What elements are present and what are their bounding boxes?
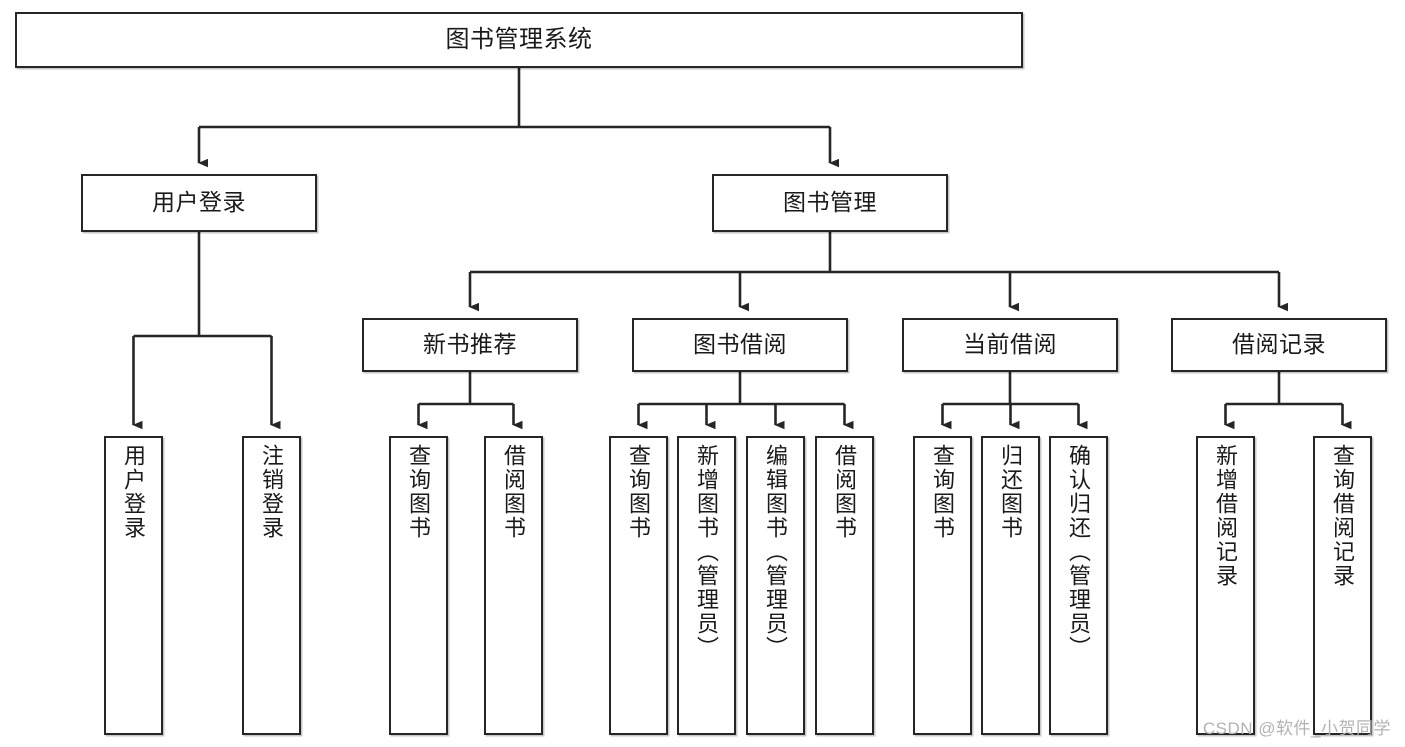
node-label: 新书推荐 [423, 331, 517, 358]
node-records[interactable]: 借阅记录 [1171, 318, 1387, 372]
node-label: 用户登录 [152, 189, 246, 216]
node-label: 用户登录 [121, 444, 147, 540]
node-l_bk_borrow[interactable]: 借阅图书 [815, 436, 874, 735]
node-label: 查询图书 [930, 444, 956, 540]
node-label: 图书管理系统 [445, 25, 593, 53]
node-l_login[interactable]: 用户登录 [104, 436, 163, 735]
node-label: 借阅图书 [501, 444, 527, 540]
node-newbook[interactable]: 新书推荐 [362, 318, 578, 372]
node-l_logout[interactable]: 注销登录 [242, 436, 301, 735]
node-l_cu_confirm[interactable]: 确认归还（管理员） [1049, 436, 1108, 735]
node-label: 新增借阅记录 [1213, 444, 1239, 588]
node-label: 借阅图书 [832, 444, 858, 540]
node-label: 图书管理 [783, 189, 877, 216]
node-label: 注销登录 [259, 444, 285, 540]
node-label: 编辑图书（管理员） [763, 444, 789, 660]
node-label: 图书借阅 [693, 331, 787, 358]
node-l_nb_borrow[interactable]: 借阅图书 [484, 436, 543, 735]
csdn-watermark: CSDN @软件_小贺同学 [1202, 719, 1391, 738]
node-label: 查询图书 [406, 444, 432, 540]
node-label: 查询图书 [626, 444, 652, 540]
node-l_rc_query[interactable]: 查询借阅记录 [1313, 436, 1372, 735]
node-label: 确认归还（管理员） [1066, 444, 1092, 660]
node-label: 归还图书 [998, 444, 1024, 540]
node-root[interactable]: 图书管理系统 [15, 12, 1023, 68]
node-l_cu_return[interactable]: 归还图书 [981, 436, 1040, 735]
node-borrow[interactable]: 图书借阅 [632, 318, 848, 372]
node-label: 新增图书（管理员） [694, 444, 720, 660]
node-label: 当前借阅 [963, 331, 1057, 358]
node-bookmgmt[interactable]: 图书管理 [712, 174, 948, 232]
node-label: 借阅记录 [1232, 331, 1326, 358]
node-l_bk_add[interactable]: 新增图书（管理员） [677, 436, 736, 735]
node-l_rc_add[interactable]: 新增借阅记录 [1196, 436, 1255, 735]
node-current[interactable]: 当前借阅 [902, 318, 1118, 372]
node-l_bk_query[interactable]: 查询图书 [609, 436, 668, 735]
node-label: 查询借阅记录 [1330, 444, 1356, 588]
node-l_nb_query[interactable]: 查询图书 [389, 436, 448, 735]
node-login[interactable]: 用户登录 [81, 174, 317, 232]
node-l_cu_query[interactable]: 查询图书 [913, 436, 972, 735]
node-l_bk_edit[interactable]: 编辑图书（管理员） [746, 436, 805, 735]
